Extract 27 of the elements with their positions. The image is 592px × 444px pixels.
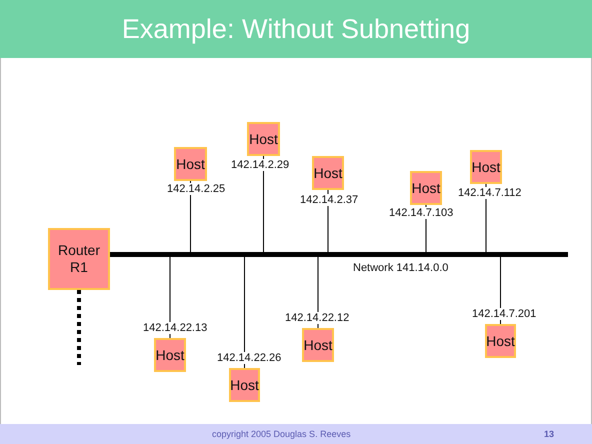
ip-address-label: 142.14.2.37 (299, 194, 360, 206)
copyright-note: copyright 2005 Douglas S. Reeves (212, 429, 351, 439)
ip-address-label: 142.14.2.25 (166, 183, 226, 195)
host-box: Host (174, 147, 207, 181)
ip-address-label: 142.14.7.201 (471, 308, 538, 320)
dotted-line (77, 290, 81, 365)
host-box: Host (229, 368, 260, 402)
host-box: Host (485, 324, 516, 358)
host-box: Host (470, 150, 502, 184)
network-bus-line (110, 252, 118, 257)
ip-address-label: 142.14.7.112 (457, 187, 522, 199)
page-number: 13 (544, 429, 554, 439)
router-box: Router R1 (48, 228, 110, 290)
connector-line (263, 156, 264, 252)
network-label: Network 141.14.0.0 (352, 262, 450, 274)
connector-line (244, 256, 245, 368)
host-box: Host (410, 171, 442, 205)
host-box: Host (154, 338, 186, 372)
ip-address-label: 142.14.22.26 (216, 352, 282, 364)
ip-address-label: 142.14.2.29 (230, 159, 290, 171)
ip-address-label: 142.14.22.13 (142, 322, 208, 334)
slide-title: Example: Without Subnetting (0, 0, 592, 58)
ip-address-label: 142.14.7.103 (388, 207, 454, 219)
host-box: Host (302, 328, 334, 362)
host-box: Host (247, 122, 280, 156)
ip-address-label: 142.14.22.12 (284, 312, 350, 324)
host-box: Host (312, 156, 344, 190)
